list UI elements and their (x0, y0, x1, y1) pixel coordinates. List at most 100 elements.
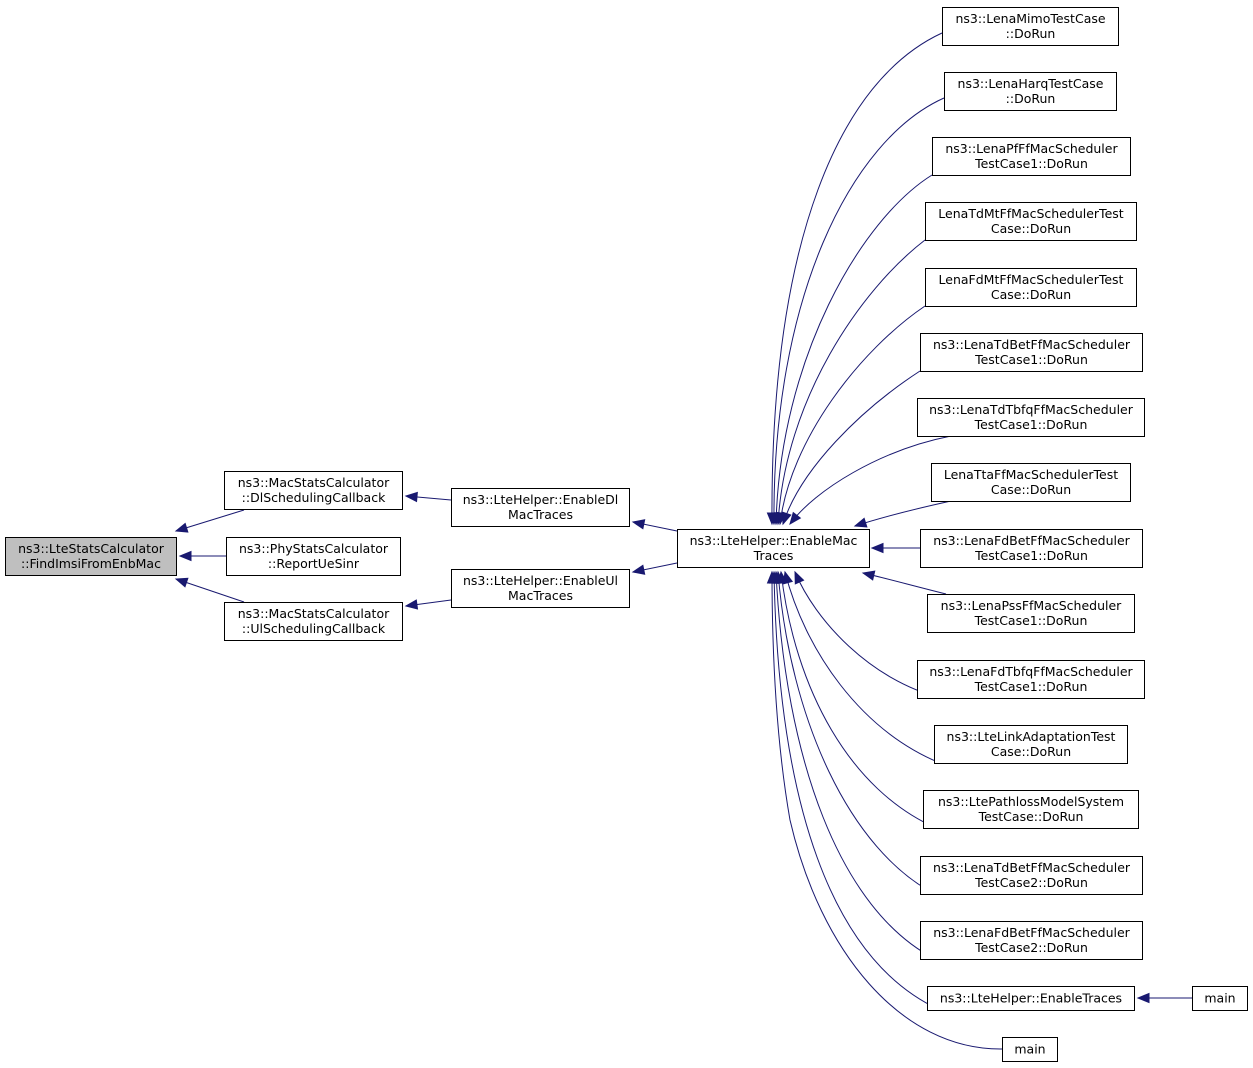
node-box[interactable] (1002, 1037, 1058, 1062)
node-mimo[interactable]: ns3::LenaMimoTestCase::DoRun (942, 7, 1119, 46)
node-box[interactable] (934, 725, 1128, 764)
edge-fdmt-to-enablemac (776, 305, 926, 526)
node-box[interactable] (920, 856, 1143, 895)
node-box[interactable] (920, 921, 1143, 960)
node-label-line: ns3::LenaHarqTestCase (958, 76, 1104, 91)
node-label-line: TestCase1::DoRun (974, 679, 1088, 694)
node-box[interactable] (925, 268, 1137, 307)
node-label-line: TestCase1::DoRun (974, 613, 1088, 628)
node-root[interactable]: ns3::LteStatsCalculator::FindImsiFromEnb… (5, 537, 177, 576)
node-main1[interactable]: main (1192, 986, 1248, 1011)
node-box[interactable] (920, 529, 1143, 568)
node-label-line: TestCase1::DoRun (974, 548, 1088, 563)
node-label-line: ns3::LenaTdBetFfMacScheduler (933, 860, 1131, 875)
node-box[interactable] (927, 986, 1135, 1011)
nodes-layer: ns3::LteStatsCalculator::FindImsiFromEnb… (5, 7, 1248, 1062)
arrowhead (174, 522, 189, 533)
node-box[interactable] (931, 463, 1131, 502)
edge-tdmt-to-enablemac (773, 239, 926, 526)
node-box[interactable] (1192, 986, 1248, 1011)
node-box[interactable] (224, 602, 403, 641)
edge-tta-to-enablemac (853, 500, 952, 528)
node-physinr[interactable]: ns3::PhyStatsCalculator::ReportUeSinr (226, 537, 401, 576)
node-ulsched[interactable]: ns3::MacStatsCalculator::UlSchedulingCal… (224, 602, 403, 641)
edge-tdtbfq-to-enablemac (789, 435, 952, 526)
edge-line (794, 571, 942, 699)
edge-main1-to-enabletraces (1136, 992, 1192, 1004)
edge-line (773, 571, 941, 1011)
edge-pf-to-enablemac (771, 174, 933, 526)
node-enabletraces[interactable]: ns3::LteHelper::EnableTraces (927, 986, 1135, 1011)
node-label-line: LenaTdMtFfMacSchedulerTest (938, 206, 1123, 221)
node-box[interactable] (944, 72, 1117, 111)
node-fdtbfq[interactable]: ns3::LenaFdTbfqFfMacSchedulerTestCase1::… (917, 660, 1145, 699)
node-box[interactable] (226, 537, 401, 576)
edge-fdtbfq-to-enablemac (794, 570, 942, 699)
edge-line (175, 509, 245, 532)
arrowhead (1136, 992, 1150, 1004)
node-box[interactable] (932, 137, 1131, 176)
node-box[interactable] (5, 537, 177, 576)
node-label-line: main (1014, 1042, 1045, 1057)
node-label-line: ns3::PhyStatsCalculator (239, 541, 389, 556)
edge-enableul-to-ulsched (404, 599, 452, 610)
edge-line (773, 97, 945, 525)
node-pathloss[interactable]: ns3::LtePathlossModelSystemTestCase::DoR… (923, 790, 1139, 829)
edge-line (789, 435, 952, 525)
edges-layer (174, 32, 1192, 1050)
node-tdbet1[interactable]: ns3::LenaTdBetFfMacSchedulerTestCase1::D… (920, 333, 1143, 372)
node-box[interactable] (451, 488, 630, 527)
arrowhead (631, 564, 646, 575)
edge-enabledl-to-dlsched (404, 491, 452, 503)
node-pf[interactable]: ns3::LenaPfFfMacSchedulerTestCase1::DoRu… (932, 137, 1131, 176)
node-fdbet2[interactable]: ns3::LenaFdBetFfMacSchedulerTestCase2::D… (920, 921, 1143, 960)
arrowhead (631, 519, 646, 530)
edge-main2-to-enablemac (766, 570, 1003, 1050)
node-tdtbfq[interactable]: ns3::LenaTdTbfqFfMacSchedulerTestCase1::… (917, 398, 1145, 437)
node-pss[interactable]: ns3::LenaPssFfMacSchedulerTestCase1::DoR… (927, 594, 1135, 633)
node-tdbet2[interactable]: ns3::LenaTdBetFfMacSchedulerTestCase2::D… (920, 856, 1143, 895)
edge-mimo-to-enablemac (766, 32, 943, 526)
node-label-line: ns3::LteLinkAdaptationTest (947, 729, 1116, 744)
node-box[interactable] (917, 660, 1145, 699)
node-box[interactable] (920, 333, 1143, 372)
node-box[interactable] (923, 790, 1139, 829)
node-box[interactable] (224, 471, 403, 510)
node-label-line: ns3::LteHelper::EnableDl (463, 492, 619, 507)
node-box[interactable] (927, 594, 1135, 633)
node-label-line: ns3::MacStatsCalculator (238, 475, 390, 490)
node-label-line: Case::DoRun (991, 482, 1071, 497)
node-label-line: ::DlSchedulingCallback (242, 490, 386, 505)
node-harq[interactable]: ns3::LenaHarqTestCase::DoRun (944, 72, 1117, 111)
edge-fdbet1-to-enablemac (870, 542, 920, 554)
edge-ulsched-to-root (174, 577, 245, 603)
edge-line (771, 32, 943, 525)
node-box[interactable] (942, 7, 1119, 46)
node-box[interactable] (925, 202, 1137, 241)
edge-fdbet2-to-enablemac (771, 570, 936, 960)
node-box[interactable] (451, 569, 630, 608)
node-label-line: ns3::LenaTdBetFfMacScheduler (933, 337, 1131, 352)
edge-enablemac-to-enableul (631, 562, 678, 575)
edge-tdbet2-to-enablemac (773, 570, 936, 895)
node-main2[interactable]: main (1002, 1037, 1058, 1062)
node-fdbet1[interactable]: ns3::LenaFdBetFfMacSchedulerTestCase1::D… (920, 529, 1143, 568)
node-label-line: ns3::LteHelper::EnableTraces (940, 991, 1122, 1006)
node-label-line: ns3::LenaFdTbfqFfMacScheduler (929, 664, 1133, 679)
node-box[interactable] (677, 529, 870, 568)
node-label-line: MacTraces (508, 507, 573, 522)
node-label-line: TestCase2::DoRun (974, 875, 1088, 890)
node-dlsched[interactable]: ns3::MacStatsCalculator::DlSchedulingCal… (224, 471, 403, 510)
edge-enablemac-to-enabledl (631, 519, 678, 532)
edge-enabletraces-to-enablemac (768, 570, 941, 1011)
node-box[interactable] (917, 398, 1145, 437)
arrowhead (853, 517, 868, 528)
